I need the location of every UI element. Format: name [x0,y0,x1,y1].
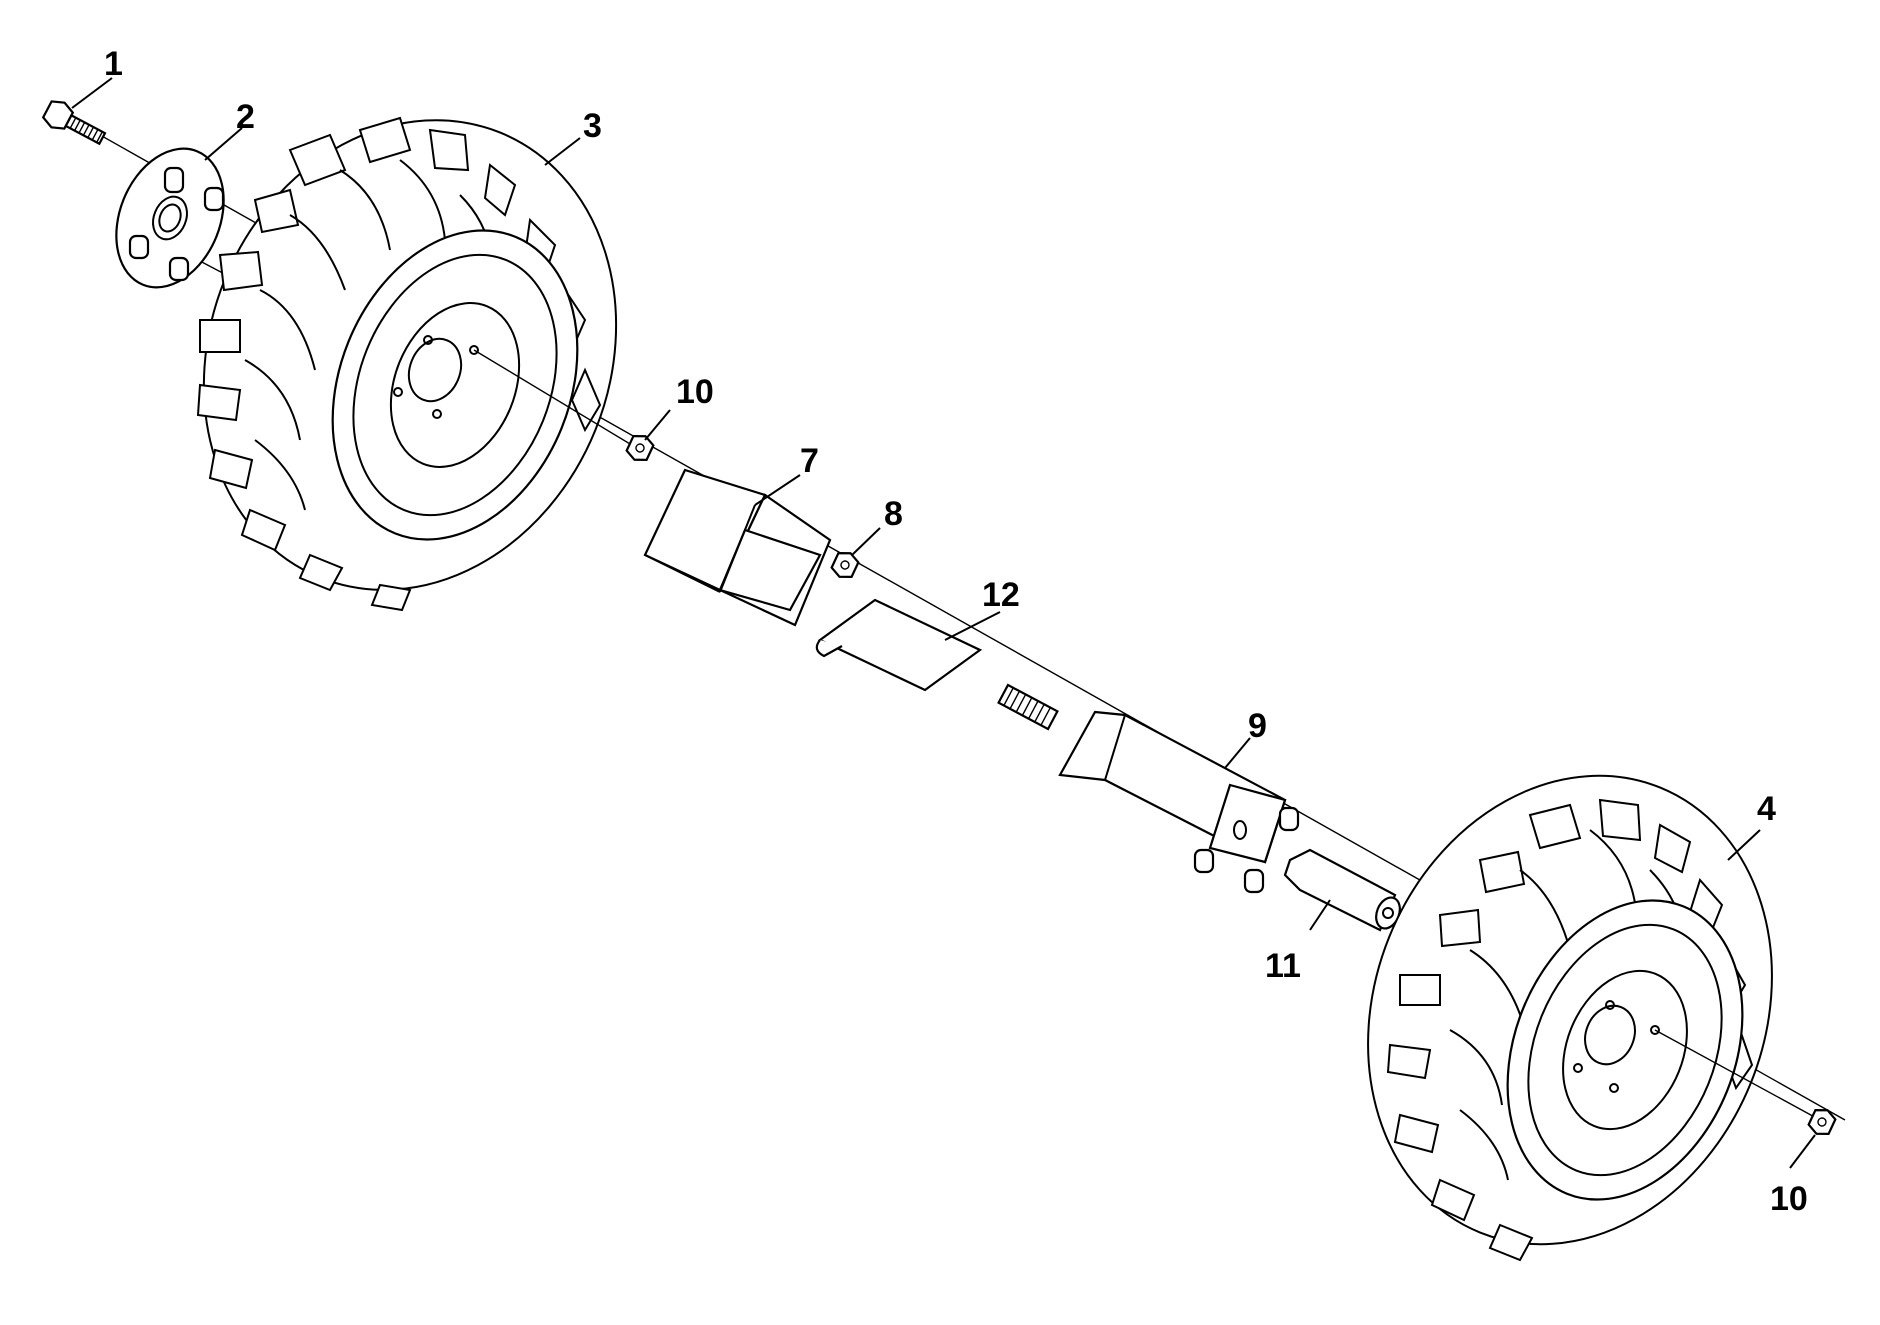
clip-plate-part-12[interactable] [815,598,983,692]
lug-axis-left [473,349,641,451]
callout-3: 3 [583,107,602,145]
callout-12: 12 [982,576,1020,614]
callout-4: 4 [1757,790,1776,828]
callout-10-lower: 10 [1770,1180,1808,1218]
tire-part-3[interactable] [135,58,686,653]
leader-lines [71,77,1816,1169]
callout-9: 9 [1248,707,1267,745]
callout-10-upper: 10 [676,373,714,411]
callout-7: 7 [800,442,819,480]
callout-1: 1 [104,45,123,83]
hub-plate-part-2[interactable] [97,133,244,304]
bolt-part-1[interactable] [41,97,109,151]
nut-part-8[interactable] [830,549,861,582]
threaded-rod [997,683,1059,731]
callout-11: 11 [1265,947,1301,985]
callout-2: 2 [236,98,255,136]
spacer-part-11[interactable] [1283,848,1404,932]
callout-8: 8 [884,495,903,533]
lug-nut-part-10-upper[interactable] [625,432,656,465]
axle-tube-part-9[interactable] [1058,710,1300,894]
tire-part-4[interactable] [1299,714,1840,1305]
sidewall-lugs-left [244,159,493,511]
axle-bracket-part-7[interactable] [643,468,832,627]
tread-lugs-left [196,116,602,612]
lug-axis-right [1654,1029,1821,1121]
lug-nut-part-10-lower[interactable] [1807,1106,1838,1139]
